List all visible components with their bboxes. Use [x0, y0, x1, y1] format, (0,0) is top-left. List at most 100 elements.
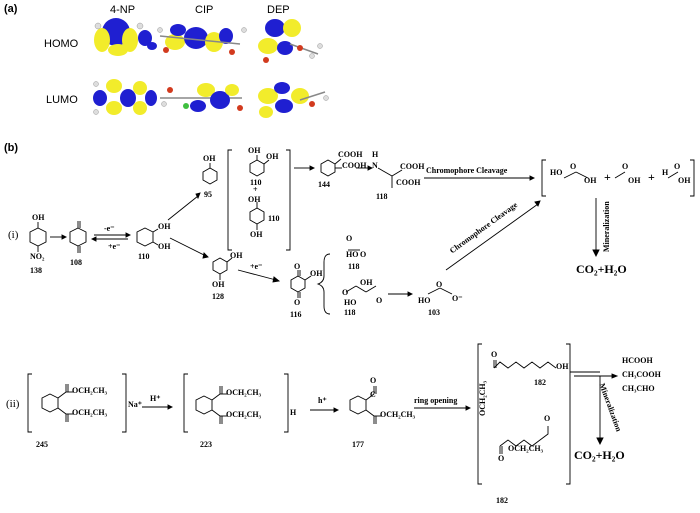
group-oet-223a: OCH₂CH₃: [226, 388, 262, 397]
compound-number-223: 223: [200, 440, 212, 449]
column-label-dep: DEP: [267, 4, 290, 16]
frag-oh-110a: OH: [158, 222, 171, 231]
frag-oh-110d: OH: [266, 152, 279, 161]
frag-cooh-118b: COOH: [396, 178, 421, 187]
frag-oh-128b: OH: [212, 280, 225, 289]
compound-number-138: 138: [30, 266, 42, 275]
reagent-na: Na⁺: [128, 400, 142, 409]
orbital-dep-lumo: [258, 82, 329, 118]
compound-number-110b: 110: [250, 178, 262, 187]
product-ch3cho: CH₃CHO: [622, 384, 655, 393]
frag-oh-110c: OH: [248, 146, 261, 155]
frag-no2-138: NO₂: [30, 252, 45, 261]
frag-ominus-103: O⁻: [452, 294, 463, 303]
product-oh-c: OH: [678, 176, 691, 185]
reagent-ring-opening: ring opening: [414, 396, 458, 405]
pathway-ii-structures: [27, 343, 619, 485]
compound-number-182a: 182: [534, 378, 546, 387]
reagent-h-plus: H⁺: [150, 394, 161, 403]
frag-oh-110f: OH: [250, 230, 263, 239]
reagent-mineralization-i: Mineralization: [602, 201, 611, 252]
product-oh-b: OH: [628, 176, 641, 185]
group-o-177: O: [370, 376, 377, 385]
product-ho-a: HO: [550, 168, 563, 177]
panel-a-label: (a): [4, 3, 18, 15]
frag-o-116b: O: [294, 298, 301, 307]
group-o-182b: O: [544, 414, 551, 423]
compound-number-118b: 118: [348, 262, 360, 271]
row-label-homo: HOMO: [44, 38, 79, 50]
frag-o-103: O: [436, 280, 443, 289]
compound-number-116: 116: [290, 310, 302, 319]
reagent-plus-e: +e⁻: [108, 242, 121, 251]
group-o-182a: O: [491, 350, 498, 359]
column-label-cip: CIP: [195, 4, 214, 16]
frag-oh-118e: OH: [360, 278, 373, 287]
frag-ho-118b: HO: [344, 298, 357, 307]
product-co2-i: CO₂+H₂O: [576, 262, 627, 276]
frag-plus-mid: +: [253, 185, 258, 194]
frag-oh-128a: OH: [230, 251, 243, 260]
panel-b-label: (b): [4, 142, 19, 154]
group-oet-182: OCH₂CH₃: [508, 444, 544, 453]
frag-oh-110e: OH: [248, 195, 261, 204]
product-co2-ii: CO₂+H₂O: [574, 448, 625, 462]
group-oet-177: OCH₂CH₃: [380, 410, 416, 419]
frag-o-118d: O: [360, 250, 367, 259]
frag-cooh-118a: COOH: [400, 162, 425, 171]
compound-number-144: 144: [318, 180, 330, 189]
group-och2-182: OCH₂CH₃: [478, 380, 487, 416]
compound-number-110: 110: [138, 252, 150, 261]
product-o-b: O: [622, 162, 629, 171]
orbital-4np-homo: [94, 18, 157, 56]
row-label-lumo: LUMO: [46, 94, 78, 106]
pathway-ii-label: (ii): [6, 398, 20, 410]
orbital-dep-homo: [258, 19, 323, 63]
frag-ho-103: HO: [418, 296, 431, 305]
compound-number-108: 108: [70, 258, 82, 267]
frag-oh-95: OH: [203, 154, 216, 163]
group-oh-182: OH: [556, 362, 569, 371]
column-label-4np: 4-NP: [110, 4, 136, 16]
reagent-plus-e2: +e⁻: [250, 262, 263, 271]
compound-number-118c: 118: [344, 308, 356, 317]
frag-n-118: N: [372, 161, 378, 170]
product-o-c: O: [674, 162, 681, 171]
compound-number-177: 177: [352, 440, 364, 449]
compound-number-95: 95: [204, 190, 212, 199]
compound-number-103: 103: [428, 308, 440, 317]
group-c-rad-177: C: [370, 390, 376, 399]
compound-number-110c: 110: [268, 214, 280, 223]
orbital-4np-lumo: [93, 79, 157, 115]
orbital-cip-lumo: [160, 83, 243, 112]
frag-o-116a: O: [294, 262, 301, 271]
compound-number-182b: 182: [496, 496, 508, 505]
frag-o-118f: O: [342, 288, 349, 297]
product-plus-1: +: [604, 170, 611, 184]
frag-o-118c: O: [346, 234, 353, 243]
frag-ho-118: HO: [346, 250, 359, 259]
product-o-a: O: [570, 162, 577, 171]
group-o-182c: O: [498, 454, 505, 463]
frag-oh-116: OH: [310, 269, 323, 278]
group-oet-223b: OCH₂CH₃: [226, 410, 262, 419]
compound-number-245: 245: [36, 440, 48, 449]
compound-number-118: 118: [376, 192, 388, 201]
reagent-minus-e: -e⁻: [104, 224, 115, 233]
product-oh-a: OH: [584, 176, 597, 185]
group-oet-245a: OCH₂CH₃: [72, 386, 108, 395]
group-oet-245b: OCH₂CH₃: [72, 408, 108, 417]
reagent-h-hole: h⁺: [318, 396, 327, 405]
reagent-chromophore-top: Chromophore Cleavage: [426, 166, 508, 175]
reagent-h-223: H: [290, 408, 297, 417]
frag-cooh-144b: COOH: [342, 161, 367, 170]
compound-number-128: 128: [212, 292, 224, 301]
frag-cooh-144a: COOH: [338, 150, 363, 159]
product-plus-2: +: [648, 170, 655, 184]
product-h: H: [662, 168, 669, 177]
product-ch3cooh: CH₃COOH: [622, 370, 661, 379]
product-hcooh: HCOOH: [622, 356, 653, 365]
orbital-cip-homo: [157, 24, 247, 55]
frag-o-118g: O: [376, 296, 383, 305]
